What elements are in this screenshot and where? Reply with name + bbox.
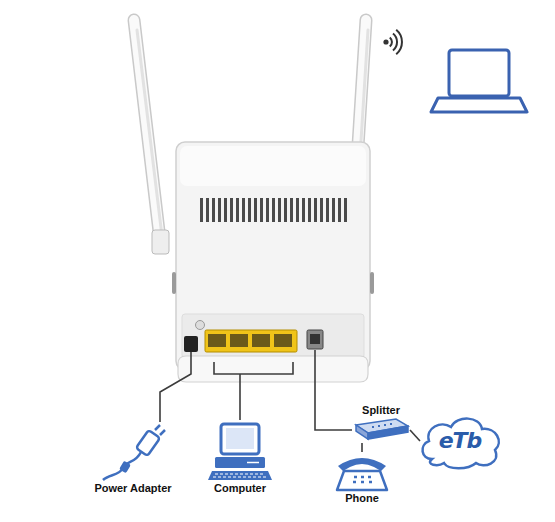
wifi-dot [383,39,388,44]
splitter-side [356,425,368,439]
phone-line [410,430,420,441]
plug-prongs [155,425,165,435]
router-foot [178,356,368,382]
antenna-rod [134,20,160,240]
antenna-hinge [152,230,169,254]
antenna-rod [134,20,160,240]
lan-port [274,334,292,347]
computer-icon [207,422,273,482]
dsl-port [307,330,323,349]
laptop-base [431,98,527,112]
phone-keypad [353,477,372,482]
router-top-highlight [180,146,366,186]
device-label: Phone [345,492,379,505]
icon-node: Splitter [352,404,410,443]
side-slot [370,272,374,294]
reset-button [196,321,205,330]
monitor [221,424,259,454]
dsl-port-hole [310,334,320,344]
power-jack [184,336,198,352]
icon-node: Power Adapter [94,426,172,495]
cloud-logo: eTb [439,428,482,454]
antenna-shade [137,30,162,236]
laptop-icon [431,50,527,112]
device-label: Computer [214,482,266,495]
system-unit [215,457,265,468]
antenna [134,20,169,254]
router-body [172,142,374,382]
side-slot [172,272,176,294]
keyboard-keys [213,474,267,477]
phone-line [361,443,363,452]
icon-node: Phone [334,452,390,505]
wifi-wave [396,30,402,55]
device-label: Power Adapter [94,482,171,495]
splitter-icon [352,417,410,443]
splitter-dots [372,424,392,427]
power-wire [160,352,191,422]
lan-ports [205,330,297,352]
wifi-wave [393,34,397,51]
lan-port [208,334,226,347]
icon-node: Computer [207,422,273,495]
lan-bracket [214,362,293,420]
adapter-icon [97,426,169,482]
drive-slot [247,462,259,464]
adapter-coil [119,461,131,474]
lan-port [230,334,248,347]
cloud-outline [423,419,499,469]
router-vents [200,198,347,222]
cloud-node: eTb [418,412,502,470]
phone-icon [334,452,390,492]
phone-body [337,471,387,490]
device-label: Splitter [362,404,400,417]
phone-handset [338,458,386,471]
laptop-screen [449,50,509,96]
router-housing [176,142,370,370]
monitor-screen [226,428,254,449]
keyboard [208,471,272,480]
adapter-cable [103,452,141,480]
dsl-wire [315,350,352,430]
lan-port [252,334,270,347]
port-panel [182,314,364,358]
wifi-wave [390,37,392,46]
wifi-symbol [383,30,402,55]
